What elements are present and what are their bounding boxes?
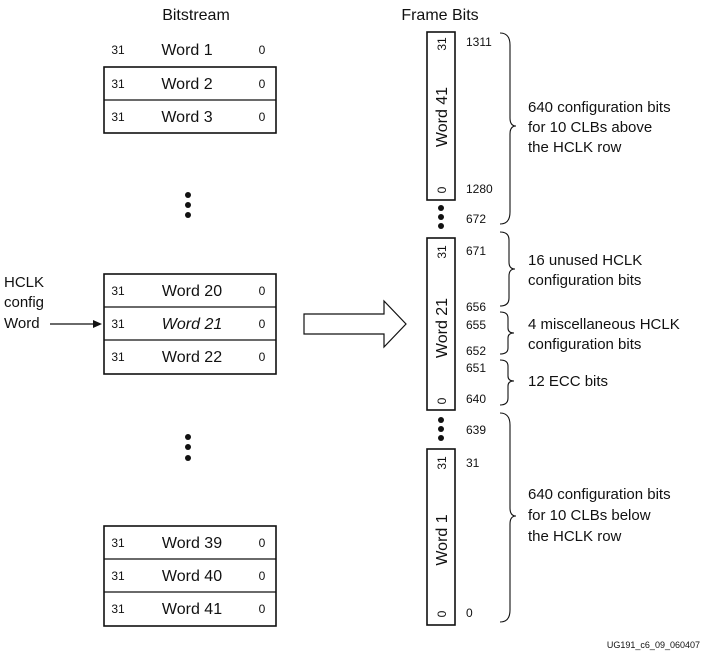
svg-text:0: 0: [259, 43, 266, 57]
svg-text:Word 22: Word 22: [162, 349, 222, 366]
bitstream-header: Bitstream: [162, 7, 230, 24]
svg-text:31: 31: [111, 536, 125, 550]
hclk-config-word-label: HCLK config Word: [4, 274, 44, 332]
svg-text:0: 0: [466, 606, 473, 620]
bitstream-row-word-20: 31 Word 20 0: [111, 283, 265, 300]
svg-text:651: 651: [466, 361, 486, 375]
svg-text:Word 2: Word 2: [161, 76, 212, 93]
svg-text:652: 652: [466, 344, 486, 358]
bitstream-group-top: [103, 66, 277, 134]
svg-text:0: 0: [259, 77, 266, 91]
svg-text:0: 0: [259, 284, 266, 298]
svg-text:Word 40: Word 40: [162, 568, 222, 585]
svg-text:Word 1: Word 1: [161, 42, 212, 59]
svg-text:Word 39: Word 39: [162, 535, 222, 552]
svg-text:the HCLK row: the HCLK row: [528, 139, 622, 156]
brace-below: [499, 412, 517, 623]
bitstream-row-word-41: 31 Word 41 0: [111, 601, 265, 618]
svg-text:0: 0: [259, 317, 266, 331]
svg-text:671: 671: [466, 244, 486, 258]
annotation-ecc: 12 ECC bits: [528, 373, 608, 390]
svg-text:0: 0: [259, 602, 266, 616]
svg-text:0: 0: [259, 569, 266, 583]
frame-word-1: 31 Word 1 0: [426, 448, 456, 626]
svg-text:Word 3: Word 3: [161, 109, 212, 126]
svg-text:640 configuration bits: 640 configuration bits: [528, 486, 671, 503]
svg-text:Word 21: Word 21: [434, 298, 451, 358]
bitstream-row-word-2: 31 Word 2 0: [111, 76, 265, 93]
svg-text:1280: 1280: [466, 182, 493, 196]
svg-text:0: 0: [435, 397, 449, 404]
ellipsis-dots-frame-1: [438, 205, 444, 229]
svg-text:0: 0: [435, 610, 449, 617]
bitstream-row-word-1: 31 Word 1 0: [111, 42, 265, 59]
bitstream-group-bottom: [103, 525, 277, 627]
bitstream-row-word-22: 31 Word 22 0: [111, 349, 265, 366]
figure-id: UG191_c6_09_060407: [607, 640, 700, 650]
brace-unused: [499, 231, 516, 307]
svg-text:4 miscellaneous HCLK: 4 miscellaneous HCLK: [528, 316, 680, 333]
ellipsis-dots-bitstream-1: [185, 192, 191, 218]
svg-text:for 10 CLBs above: for 10 CLBs above: [528, 119, 652, 136]
svg-text:31: 31: [111, 317, 125, 331]
bitstream-row-word-21: 31 Word 21 0: [111, 316, 265, 333]
svg-text:1311: 1311: [466, 35, 492, 49]
svg-text:Word 21: Word 21: [162, 316, 222, 333]
frame-bits-header: Frame Bits: [401, 7, 478, 24]
annotation-unused: 16 unused HCLK configuration bits: [528, 252, 642, 289]
ellipsis-dots-frame-2: [438, 417, 444, 441]
svg-text:HCLK: HCLK: [4, 274, 44, 291]
svg-text:31: 31: [435, 456, 449, 470]
bitstream-row-word-40: 31 Word 40 0: [111, 568, 265, 585]
svg-text:0: 0: [259, 350, 266, 364]
hclk-pointer-arrow: [50, 320, 102, 328]
svg-text:configuration bits: configuration bits: [528, 272, 641, 289]
bitstream-group-middle: [103, 273, 277, 375]
svg-text:Word 1: Word 1: [434, 514, 451, 565]
annotation-below: 640 configuration bits for 10 CLBs below…: [528, 486, 671, 545]
svg-text:0: 0: [435, 186, 449, 193]
brace-misc: [499, 311, 515, 355]
svg-text:31: 31: [111, 43, 125, 57]
frame-word-41: 31 Word 41 0: [426, 31, 456, 201]
svg-text:672: 672: [466, 212, 486, 226]
svg-text:656: 656: [466, 300, 486, 314]
svg-text:31: 31: [111, 284, 125, 298]
brace-ecc: [499, 359, 515, 406]
svg-text:31: 31: [111, 569, 125, 583]
frame-bit-numbers: 1311 1280 672 671 656 655 652 651 640 63…: [466, 35, 493, 620]
ellipsis-dots-bitstream-2: [185, 434, 191, 461]
bitstream-row-word-3: 31 Word 3 0: [111, 109, 265, 126]
annotation-above: 640 configuration bits for 10 CLBs above…: [528, 99, 671, 156]
svg-text:31: 31: [111, 602, 125, 616]
svg-text:the HCLK row: the HCLK row: [528, 528, 622, 545]
svg-text:for 10 CLBs below: for 10 CLBs below: [528, 507, 651, 524]
svg-text:12 ECC bits: 12 ECC bits: [528, 373, 608, 390]
bitstream-row-word-39: 31 Word 39 0: [111, 535, 265, 552]
svg-text:31: 31: [466, 456, 480, 470]
svg-text:Word 20: Word 20: [162, 283, 222, 300]
svg-text:640: 640: [466, 392, 486, 406]
annotation-misc: 4 miscellaneous HCLK configuration bits: [528, 316, 680, 353]
svg-text:31: 31: [111, 350, 125, 364]
svg-text:configuration bits: configuration bits: [528, 336, 641, 353]
svg-text:0: 0: [259, 110, 266, 124]
frame-word-21: 31 Word 21 0: [426, 237, 456, 411]
svg-text:31: 31: [435, 37, 449, 51]
svg-text:31: 31: [111, 110, 125, 124]
svg-text:639: 639: [466, 423, 486, 437]
svg-text:Word: Word: [4, 315, 40, 332]
svg-text:Word 41: Word 41: [162, 601, 222, 618]
mapping-arrow: [303, 299, 407, 349]
svg-text:31: 31: [111, 77, 125, 91]
svg-text:0: 0: [259, 536, 266, 550]
svg-text:640 configuration bits: 640 configuration bits: [528, 99, 671, 116]
brace-above: [499, 32, 517, 225]
svg-text:config: config: [4, 294, 44, 311]
svg-text:Word 41: Word 41: [434, 87, 451, 147]
svg-text:655: 655: [466, 318, 486, 332]
svg-text:31: 31: [435, 245, 449, 259]
svg-text:16 unused HCLK: 16 unused HCLK: [528, 252, 642, 269]
